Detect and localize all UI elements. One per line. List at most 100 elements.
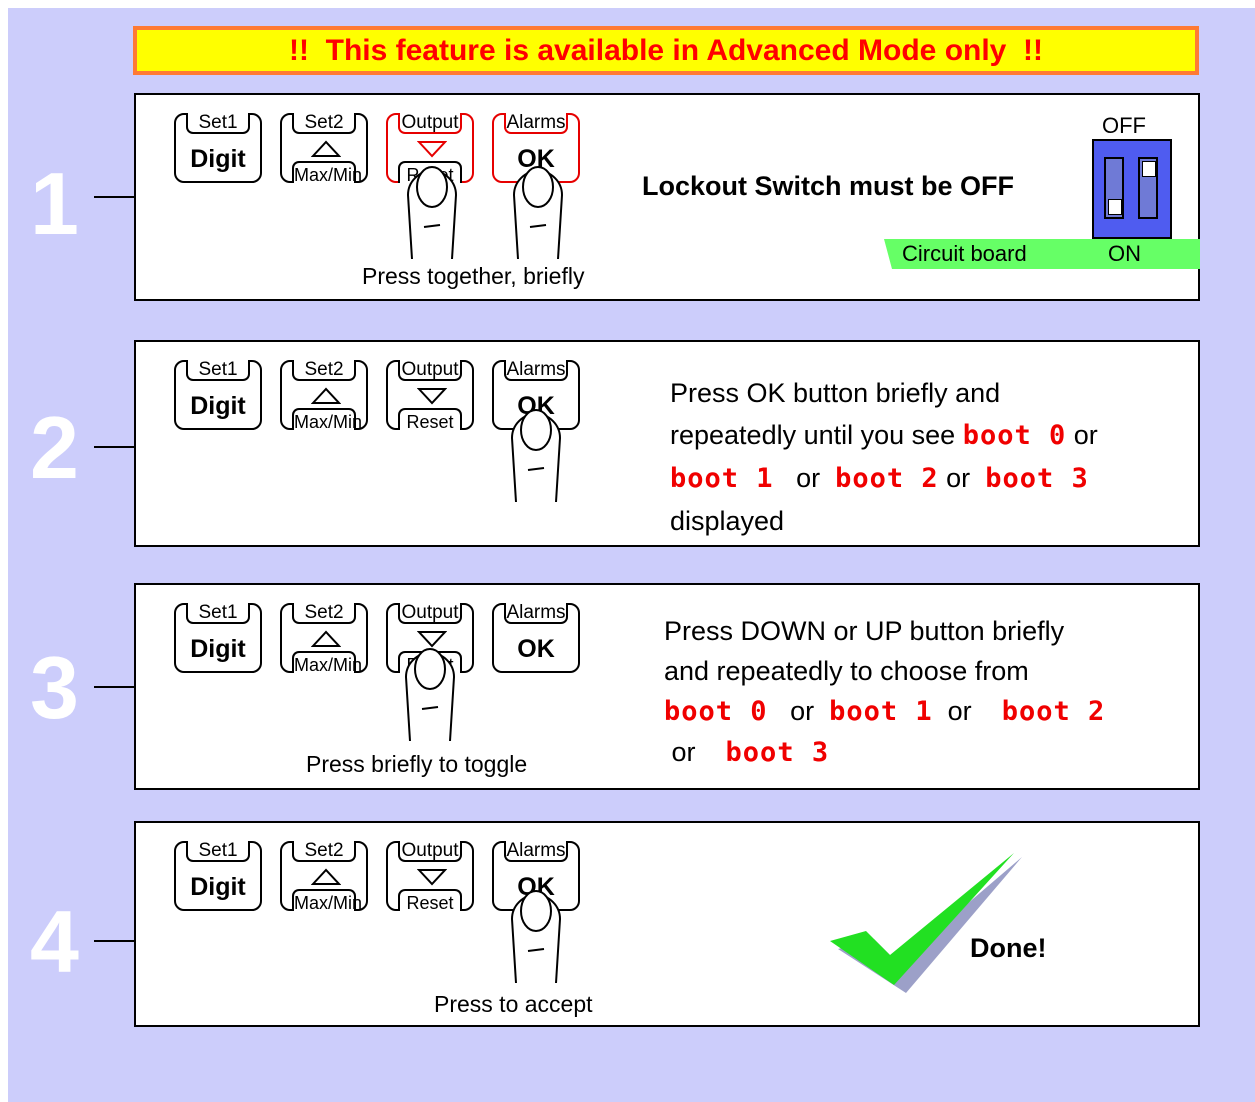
reset-label: Reset: [398, 408, 462, 432]
output-down-key[interactable]: Output Reset: [386, 841, 474, 913]
alarms-ok-key[interactable]: Alarms OK: [492, 603, 580, 673]
step3-instructions: Press DOWN or UP button briefly and repe…: [664, 611, 1184, 773]
step2-line3: boot 1 or boot 2 or boot 3: [670, 457, 1190, 500]
output-down-key[interactable]: Output Reset: [386, 360, 474, 432]
set1-label: Set1: [186, 360, 250, 381]
step-panel-4: Set1 Digit Set2 Max/Min Output Reset Ala…: [134, 821, 1200, 1027]
switch-on-label: ON: [1108, 241, 1141, 266]
lockout-instruction: Lockout Switch must be OFF: [642, 171, 1015, 201]
alarms-label: Alarms: [504, 603, 568, 624]
step3-line2: and repeatedly to choose from: [664, 656, 1029, 686]
boot1-display: boot 1: [829, 696, 933, 727]
circuit-board: [884, 239, 1200, 269]
digit-label: Digit: [190, 145, 246, 173]
circuit-board-label: Circuit board: [902, 241, 1027, 266]
done-label: Done!: [970, 933, 1047, 963]
finger-icon: [406, 166, 458, 259]
step4-caption: Press to accept: [434, 991, 593, 1017]
set2-up-key[interactable]: Set2 Max/Min: [280, 113, 368, 185]
finger-icon: [510, 890, 562, 983]
down-arrow-icon: [417, 631, 447, 648]
step-leader-3: [94, 686, 134, 688]
up-arrow-icon: [311, 630, 341, 647]
or-text: or: [796, 463, 821, 493]
set2-label: Set2: [292, 360, 356, 381]
step-leader-2: [94, 446, 134, 448]
boot3-display: boot 3: [725, 737, 830, 768]
digit-label: Digit: [190, 635, 246, 663]
alarms-label: Alarms: [504, 841, 568, 862]
ok-label: OK: [517, 635, 555, 663]
down-arrow-icon: [417, 388, 447, 405]
step3-line4: or boot 3: [664, 732, 1184, 773]
switch-knob-1: [1108, 199, 1122, 215]
step3-caption: Press briefly to toggle: [306, 751, 528, 777]
step2-line1: Press OK button briefly and: [670, 378, 1001, 408]
or-text: or: [947, 696, 972, 726]
boot2-display: boot 2: [1001, 696, 1106, 727]
boot1-display: boot 1: [670, 463, 774, 494]
step2-line2: repeatedly until you see boot 0 or: [670, 414, 1190, 457]
or-text: or: [790, 696, 815, 726]
max-min-label: Max/Min: [292, 889, 362, 913]
keypad: Set1 Digit Set2 Max/Min Output Reset Ala…: [174, 841, 584, 917]
digit-label: Digit: [190, 873, 246, 901]
set2-label: Set2: [292, 603, 356, 624]
keypad: Set1 Digit Set2 Max/Min Output Reset Ala…: [174, 360, 584, 436]
set1-digit-key[interactable]: Set1 Digit: [174, 603, 262, 673]
switch-slot-1[interactable]: [1104, 157, 1124, 219]
reset-label: Reset: [398, 889, 462, 913]
dip-switch: [1092, 139, 1172, 239]
down-arrow-icon: [417, 869, 447, 886]
finger-icon: [510, 409, 562, 502]
step-panel-1: Set1 Digit Set2 Max/Min Output Reset Ala…: [134, 93, 1200, 301]
boot3-display: boot 3: [985, 463, 1089, 494]
finger-icon: [512, 166, 564, 259]
set1-digit-key[interactable]: Set1 Digit: [174, 113, 262, 183]
output-label: Output: [398, 603, 462, 624]
step3-line1: Press DOWN or UP button briefly: [664, 616, 1065, 646]
up-arrow-icon: [311, 868, 341, 885]
max-min-label: Max/Min: [292, 651, 362, 675]
or-text: or: [1073, 420, 1098, 450]
checkmark-icon: [830, 853, 1022, 993]
output-label: Output: [398, 360, 462, 381]
output-label: Output: [398, 841, 462, 862]
step2-line4: displayed: [670, 506, 785, 536]
step-panel-2: Set1 Digit Set2 Max/Min Output Reset Ala…: [134, 340, 1200, 547]
up-arrow-icon: [311, 387, 341, 404]
step-leader-4: [94, 940, 134, 942]
or-text: or: [946, 463, 971, 493]
or-text: or: [671, 737, 696, 767]
set1-label: Set1: [186, 841, 250, 862]
boot2-display: boot 2: [835, 463, 939, 494]
switch-off-label: OFF: [1102, 113, 1146, 138]
set1-label: Set1: [186, 603, 250, 624]
finger-icon: [404, 648, 456, 741]
step-leader-1: [94, 196, 134, 198]
set2-up-key[interactable]: Set2 Max/Min: [280, 360, 368, 432]
set2-label: Set2: [292, 113, 356, 134]
alarms-label: Alarms: [504, 113, 568, 134]
set1-digit-key[interactable]: Set1 Digit: [174, 360, 262, 430]
step-number-1: 1: [30, 154, 79, 253]
step2-line2-text: repeatedly until you see: [670, 420, 956, 450]
step-number-4: 4: [30, 892, 79, 991]
set2-up-key[interactable]: Set2 Max/Min: [280, 603, 368, 675]
digit-label: Digit: [190, 392, 246, 420]
step-number-2: 2: [30, 398, 79, 497]
step-number-3: 3: [30, 638, 79, 737]
set2-label: Set2: [292, 841, 356, 862]
output-label: Output: [398, 113, 462, 134]
set1-digit-key[interactable]: Set1 Digit: [174, 841, 262, 911]
step-panel-3: Set1 Digit Set2 Max/Min Output Reset Ala…: [134, 583, 1200, 790]
down-arrow-icon: [417, 141, 447, 158]
step1-caption: Press together, briefly: [362, 263, 585, 289]
switch-slot-2[interactable]: [1138, 157, 1158, 219]
up-arrow-icon: [311, 140, 341, 157]
max-min-label: Max/Min: [292, 408, 362, 432]
alarms-label: Alarms: [504, 360, 568, 381]
keypad: Set1 Digit Set2 Max/Min Output Reset Ala…: [174, 603, 584, 679]
set2-up-key[interactable]: Set2 Max/Min: [280, 841, 368, 913]
switch-knob-2: [1142, 161, 1156, 177]
